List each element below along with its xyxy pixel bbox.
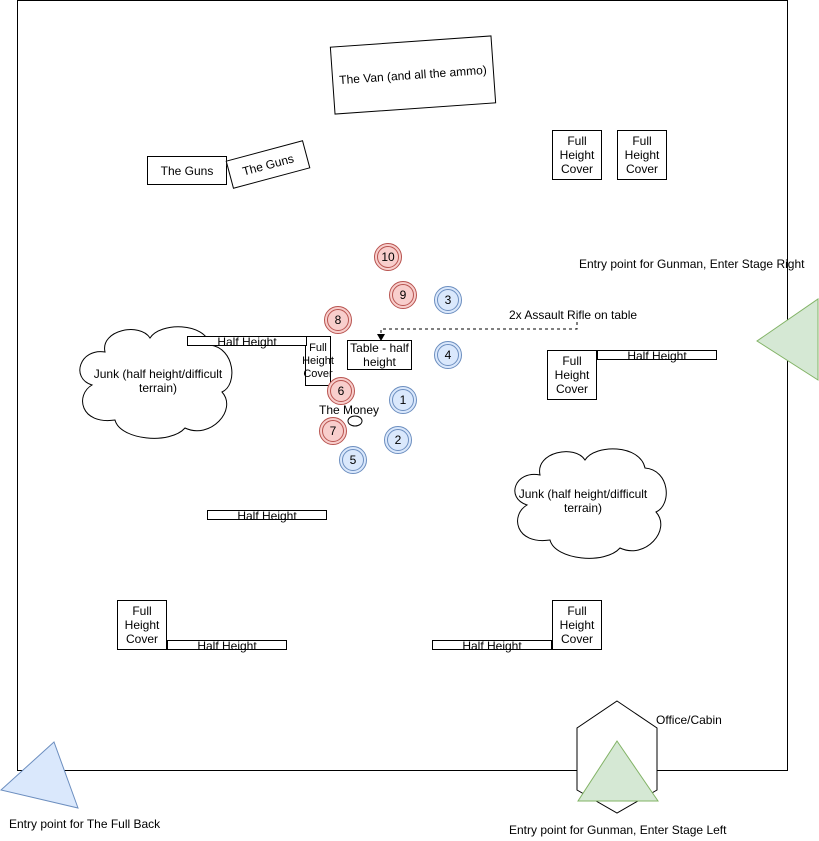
full-cover-top-2: Full Height Cover bbox=[617, 130, 667, 180]
guns-box-1: The Guns bbox=[147, 156, 227, 185]
rifle-note-label: 2x Assault Rifle on table bbox=[509, 308, 638, 322]
junk-cloud-right bbox=[514, 448, 667, 559]
entry-triangle-left bbox=[577, 740, 659, 802]
blue-token-1: 1 bbox=[389, 386, 417, 414]
money-oval bbox=[347, 415, 363, 427]
full-cover-bottom-right: Full Height Cover bbox=[552, 600, 602, 650]
full-cover-right: Full Height Cover bbox=[547, 350, 597, 400]
full-cover-bottom-left: Full Height Cover bbox=[117, 600, 167, 650]
junk-cloud-left bbox=[79, 326, 233, 439]
money-label: The Money bbox=[319, 403, 380, 417]
rifle-arrow-head bbox=[377, 334, 385, 341]
red-token-8: 8 bbox=[324, 306, 352, 334]
half-height-label: Half Height bbox=[627, 349, 687, 363]
entry-right-label: Entry point for Gunman, Enter Stage Righ… bbox=[579, 257, 805, 271]
entry-fullback-label: Entry point for The Full Back bbox=[9, 817, 161, 831]
red-token-10: 10 bbox=[374, 243, 402, 271]
office-cabin-label: Office/Cabin bbox=[656, 713, 722, 727]
half-height-label: Half Height bbox=[197, 639, 257, 653]
full-cover-center: Full Height Cover bbox=[302, 336, 334, 386]
half-height-bottom-right: Half Height bbox=[432, 639, 552, 653]
blue-token-5: 5 bbox=[339, 446, 367, 474]
half-height-right: Half Height bbox=[597, 349, 717, 363]
entry-left-label: Entry point for Gunman, Enter Stage Left bbox=[509, 823, 727, 837]
blue-token-3: 3 bbox=[434, 286, 462, 314]
van-box: The Van (and all the ammo) bbox=[329, 35, 497, 115]
junk-label-right: Junk (half height/difficult terrain) bbox=[518, 487, 648, 515]
red-token-6: 6 bbox=[327, 377, 355, 405]
arena-boundary bbox=[17, 0, 788, 771]
red-token-7: 7 bbox=[319, 417, 347, 445]
entry-triangle-fullback bbox=[0, 741, 79, 809]
half-height-label: Half Height bbox=[217, 335, 277, 349]
junk-label-left: Junk (half height/difficult terrain) bbox=[93, 367, 223, 395]
half-height-bottom-left: Half Height bbox=[167, 639, 287, 653]
full-cover-top-1: Full Height Cover bbox=[552, 130, 602, 180]
blue-token-2: 2 bbox=[384, 426, 412, 454]
blue-token-4: 4 bbox=[434, 341, 462, 369]
rifle-arrow bbox=[380, 322, 578, 336]
half-height-label: Half Height bbox=[462, 639, 522, 653]
red-token-9: 9 bbox=[389, 281, 417, 309]
entry-triangle-right bbox=[756, 298, 819, 381]
half-height-label: Half Height bbox=[237, 509, 297, 523]
half-height-middle: Half Height bbox=[207, 509, 327, 523]
half-height-center-left: Half Height bbox=[187, 335, 307, 349]
table-box: Table - half height bbox=[347, 340, 412, 370]
